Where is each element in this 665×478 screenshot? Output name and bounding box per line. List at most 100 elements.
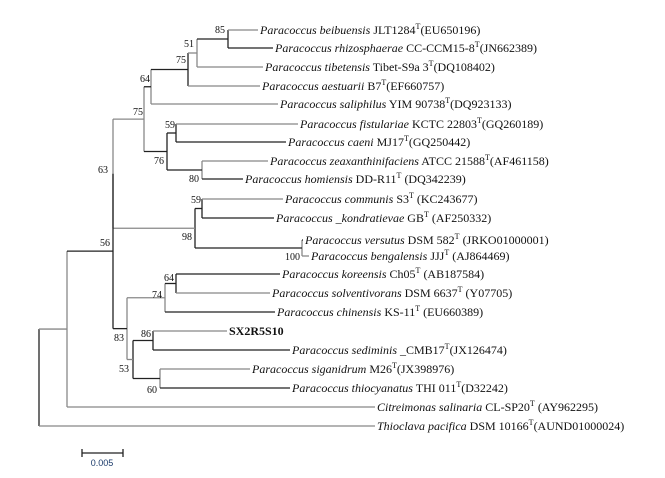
taxon-name: Paracoccus communis — [284, 192, 394, 206]
accession-number: (EU650196) — [420, 23, 480, 37]
strain-id: JJJ — [427, 249, 444, 263]
type-strain-mark: T — [456, 380, 461, 389]
strain-id: DD-R11 — [353, 172, 397, 186]
strain-id: JLT1284 — [370, 23, 415, 37]
type-strain-mark: T — [416, 22, 421, 31]
branches — [38, 29, 375, 427]
taxon-label: Paracoccus saliphilus YIM 90738T(DQ92313… — [279, 96, 511, 111]
strain-id: KCTC 22803 — [409, 117, 477, 131]
taxon-label: Paracoccus bengalensis JJJT (AJ864469) — [310, 248, 510, 263]
bootstrap-value: 60 — [147, 385, 157, 396]
strain-id: MJ17 — [374, 135, 404, 149]
taxon-name: Paracoccus homiensis — [244, 172, 353, 186]
type-strain-mark: T — [392, 361, 397, 370]
bootstrap-value: 63 — [98, 165, 108, 176]
taxon-label: Paracoccus koreensis Ch05T (AB187584) — [281, 266, 484, 281]
type-strain-mark: T — [424, 210, 429, 219]
taxon-name: Paracoccus chinensis — [276, 305, 382, 319]
isolate-name: SX2R5S10 — [229, 324, 284, 338]
strain-id: THI 011 — [413, 381, 456, 395]
bootstrap-value: 51 — [184, 39, 194, 50]
accession-number: (Y07705) — [463, 286, 513, 300]
accession-number: (AY962295) — [535, 400, 598, 414]
type-strain-mark: T — [404, 134, 409, 143]
taxon-label: Paracoccus communis S3T (KC243677) — [284, 191, 478, 206]
strain-id: YIM 90738 — [386, 97, 445, 111]
bootstrap-value: 76 — [154, 156, 164, 167]
taxon-name: Paracoccus _kondratievae — [275, 211, 405, 225]
type-strain-mark: T — [445, 96, 450, 105]
strain-id: DSM 6637 — [402, 286, 458, 300]
type-strain-mark: T — [529, 418, 534, 427]
taxon-name: Paracoccus saliphilus — [279, 97, 387, 111]
taxon-label: Paracoccus versutus DSM 582T (JRKO010000… — [304, 232, 549, 247]
taxon-label: Paracoccus caeni MJ17T(GQ250442) — [287, 134, 470, 149]
accession-number: (AF250332) — [429, 211, 491, 225]
accession-number: (KC243677) — [414, 192, 478, 206]
bootstrap-value: 75 — [133, 107, 143, 118]
bootstrap-value: 80 — [189, 174, 199, 185]
taxon-label: Paracoccus sediminis _CMB17T(JX126474) — [291, 342, 507, 357]
scale-bar: 0.005 — [81, 449, 124, 468]
strain-id: GB — [404, 211, 424, 225]
accession-number: (DQ108402) — [434, 60, 495, 74]
taxon-label: Paracoccus fistulariae KCTC 22803T(GQ260… — [299, 116, 543, 131]
strain-id: B7 — [364, 79, 381, 93]
taxon-name: Paracoccus tibetensis — [264, 60, 370, 74]
strain-id: DSM 582 — [405, 233, 455, 247]
strain-id: S3 — [393, 192, 409, 206]
strain-id: DSM 10166 — [467, 419, 529, 433]
accession-number: (AJ864469) — [449, 249, 509, 263]
bootstrap-value: 56 — [100, 238, 110, 249]
type-strain-mark: T — [455, 232, 460, 241]
strain-id: KS-11 — [381, 305, 415, 319]
type-strain-mark: T — [415, 304, 420, 313]
taxon-label: Paracoccus homiensis DD-R11T (DQ342239) — [244, 171, 466, 186]
strain-id: ATCC 21588 — [419, 154, 485, 168]
taxon-label: Paracoccus rhizosphaerae CC-CCM15-8T(JN6… — [274, 40, 537, 55]
type-strain-mark: T — [409, 191, 414, 200]
taxon-name: Paracoccus caeni — [287, 135, 374, 149]
type-strain-mark: T — [429, 59, 434, 68]
taxon-name: Paracoccus beibuensis — [259, 23, 371, 37]
type-strain-mark: T — [445, 342, 450, 351]
accession-number: (GQ260189) — [482, 117, 543, 131]
taxon-label: Paracoccus siganidrum M26T(JX398976) — [251, 361, 454, 376]
accession-number: (D32242) — [461, 381, 508, 395]
accession-number: (JX126474) — [450, 343, 507, 357]
type-strain-mark: T — [444, 248, 449, 257]
bootstrap-value: 75 — [176, 55, 186, 66]
accession-number: (AF461158) — [490, 154, 549, 168]
bootstrap-value: 53 — [119, 364, 129, 375]
taxon-label: Paracoccus chinensis KS-11T (EU660389) — [276, 304, 483, 319]
strain-id: _CMB17 — [397, 343, 445, 357]
accession-number: (DQ342239) — [401, 172, 465, 186]
type-strain-mark: T — [381, 78, 386, 87]
taxon-label: Paracoccus _kondratievae GBT (AF250332) — [275, 210, 491, 225]
accession-number: (JN662389) — [480, 41, 537, 55]
bootstrap-value: 86 — [141, 329, 151, 340]
accession-number: (DQ923133) — [450, 97, 511, 111]
taxon-labels: Paracoccus beibuensis JLT1284T(EU650196)… — [229, 22, 624, 433]
strain-id: CC-CCM15-8 — [403, 41, 475, 55]
bootstrap-value: 64 — [164, 273, 174, 284]
type-strain-mark: T — [485, 153, 490, 162]
taxon-name: Paracoccus thiocyanatus — [291, 381, 413, 395]
type-strain-mark: T — [530, 399, 535, 408]
taxon-name: Citreimonas salinaria — [377, 400, 482, 414]
accession-number: (EF660757) — [386, 79, 444, 93]
accession-number: (JX398976) — [397, 362, 454, 376]
taxon-name: Paracoccus sediminis — [291, 343, 397, 357]
taxon-name: Paracoccus zeaxanthinifaciens — [269, 154, 419, 168]
taxon-label: Paracoccus tibetensis Tibet-S9a 3T(DQ108… — [264, 59, 495, 74]
taxon-name: Paracoccus versutus — [304, 233, 405, 247]
taxon-name: Paracoccus aestuarii — [261, 79, 364, 93]
taxon-label: Thioclava pacifica DSM 10166T(AUND010000… — [377, 418, 624, 433]
taxon-label: Paracoccus zeaxanthinifaciens ATCC 21588… — [269, 153, 549, 168]
taxon-label: Paracoccus aestuarii B7T(EF660757) — [261, 78, 444, 93]
strain-id: CL-SP20 — [482, 400, 530, 414]
bootstrap-value: 83 — [114, 333, 124, 344]
